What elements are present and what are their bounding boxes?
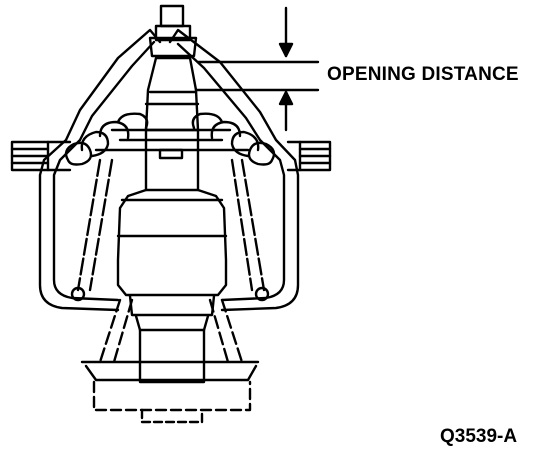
left-flange xyxy=(10,140,72,172)
bottom-spring xyxy=(80,298,260,424)
right-flange xyxy=(286,140,332,172)
pellet-body xyxy=(116,188,228,384)
piston-stem xyxy=(144,56,200,192)
figure-id-label: Q3539-A xyxy=(440,426,518,447)
top-pin xyxy=(148,4,198,58)
dimension-arrows-icon xyxy=(194,6,320,132)
opening-distance-label: OPENING DISTANCE xyxy=(327,64,519,85)
main-spring xyxy=(64,112,276,166)
frame-legs xyxy=(70,158,270,302)
outer-frame xyxy=(38,28,300,312)
